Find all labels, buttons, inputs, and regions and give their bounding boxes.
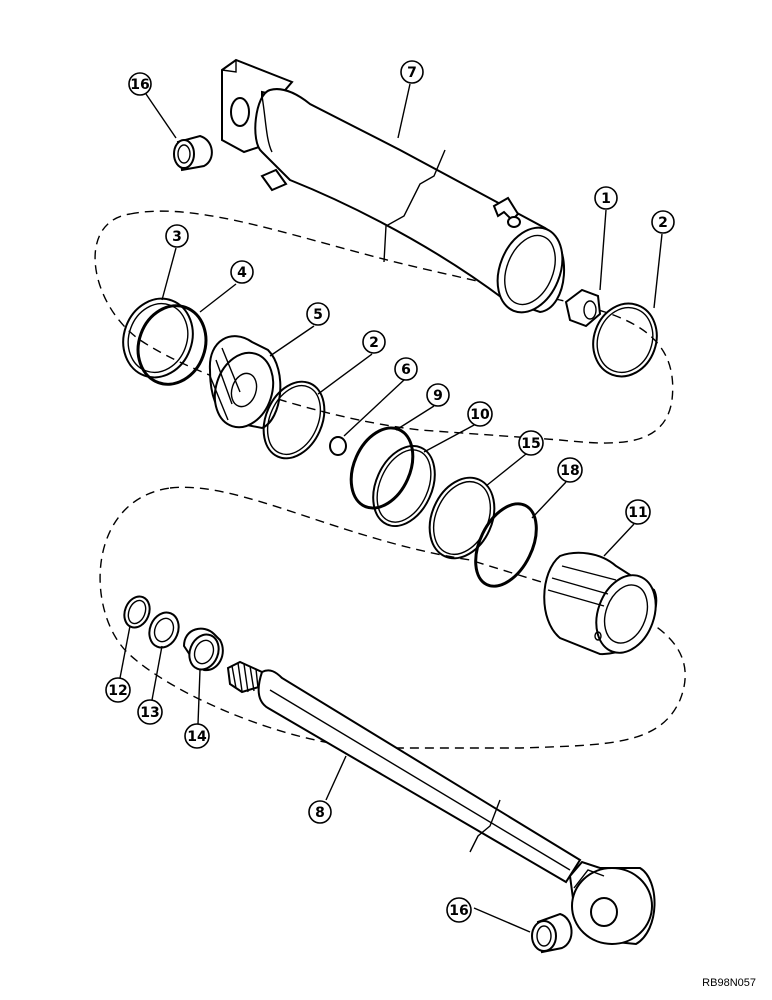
callout-1: 1	[594, 186, 618, 210]
o-ring-middle	[262, 380, 326, 460]
bushing-top	[173, 134, 213, 172]
callout-10: 10	[467, 401, 493, 427]
o-ring-right	[592, 302, 658, 378]
nut	[564, 288, 602, 328]
cylinder-barrel	[221, 58, 565, 314]
ring-9	[349, 426, 415, 510]
callout-14: 14	[184, 723, 210, 749]
piston-rod	[226, 660, 656, 946]
callout-7: 7	[400, 60, 424, 84]
svg-text:10: 10	[470, 407, 490, 423]
svg-text:13: 13	[140, 705, 159, 721]
svg-text:12: 12	[108, 683, 127, 699]
lower-group-dashed-outline	[99, 486, 686, 749]
small-o-ring	[329, 436, 347, 456]
seal-12	[123, 595, 151, 629]
leader-lines	[119, 83, 663, 933]
figure-code: RB98N057	[702, 977, 756, 989]
svg-text:14: 14	[187, 729, 207, 745]
callout-2-right: 2	[651, 210, 675, 234]
svg-text:9: 9	[433, 388, 443, 404]
callout-3: 3	[165, 224, 189, 248]
bushing-bottom	[531, 912, 573, 954]
svg-text:1: 1	[601, 191, 611, 207]
svg-text:11: 11	[628, 505, 647, 521]
svg-text:8: 8	[315, 805, 325, 821]
gland	[543, 551, 658, 656]
callout-11: 11	[625, 499, 651, 525]
callout-5: 5	[306, 302, 330, 326]
callout-18: 18	[557, 457, 583, 483]
callout-6: 6	[394, 357, 418, 381]
svg-text:3: 3	[172, 229, 182, 245]
piston	[208, 335, 282, 430]
callout-2-middle: 2	[362, 330, 386, 354]
svg-text:16: 16	[449, 903, 468, 919]
svg-text:2: 2	[658, 215, 668, 231]
callout-16-top: 16	[128, 72, 152, 96]
svg-text:18: 18	[560, 463, 579, 479]
wiper-14	[182, 627, 224, 672]
svg-text:5: 5	[313, 307, 323, 323]
callout-16-bottom: 16	[446, 897, 472, 923]
wear-ring	[122, 297, 194, 379]
callout-12: 12	[105, 677, 131, 703]
callout-4: 4	[230, 260, 254, 284]
ring-10	[372, 444, 436, 528]
seal-13	[148, 611, 180, 649]
svg-text:4: 4	[237, 265, 247, 281]
callout-9: 9	[426, 383, 450, 407]
callout-8: 8	[308, 800, 332, 824]
o-ring-4	[136, 304, 208, 386]
svg-text:6: 6	[401, 362, 411, 378]
svg-text:15: 15	[521, 436, 540, 452]
callout-13: 13	[137, 699, 163, 725]
upper-group-dashed-outline	[94, 210, 674, 444]
svg-text:2: 2	[369, 335, 379, 351]
callout-15: 15	[518, 430, 544, 456]
svg-text:16: 16	[130, 77, 149, 93]
o-ring-18	[474, 502, 538, 588]
svg-text:7: 7	[407, 65, 417, 81]
